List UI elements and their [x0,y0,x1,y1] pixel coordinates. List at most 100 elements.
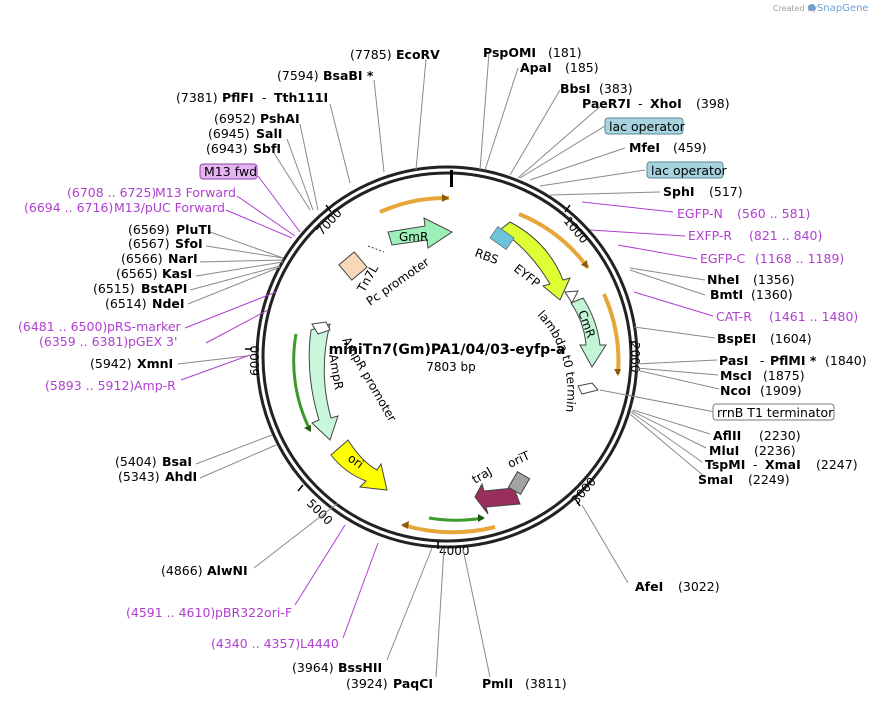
site-afei-pos: (3022) [678,579,720,594]
site-bmti[interactable]: BmtI [710,287,743,302]
site-bsai-pos: (5404) [115,454,157,469]
site-smai[interactable]: SmaI [698,472,733,487]
site-bsabi[interactable]: BsaBI * [323,68,374,83]
orit-label: oriT [505,448,532,471]
primer-exfp-r[interactable]: EXFP-R [688,228,732,243]
site-mfei-pos: (459) [673,140,707,155]
site-sphi[interactable]: SphI [663,184,695,199]
plasmid-name: miniTn7(Gm)PA1/04/03-eyfp-a [329,342,566,358]
site-aflii[interactable]: AflII [713,428,741,443]
primer-pgex3[interactable]: pGEX 3' [128,334,177,349]
primer-m13-forward[interactable]: M13 Forward [155,185,236,200]
orf-arcs [292,194,621,535]
site-alwni-pos: (4866) [161,563,203,578]
primer-pbr322ori[interactable]: pBR322ori-F [215,605,292,620]
traj-feature[interactable] [474,482,521,515]
site-ncoi[interactable]: NcoI [720,383,751,398]
site-sfoi[interactable]: SfoI [175,236,203,251]
ampr-promoter-feature[interactable] [311,321,331,335]
site-bspei[interactable]: BspEI [717,331,756,346]
primer-cat-r[interactable]: CAT-R [716,309,752,324]
tn7l-feature[interactable] [338,251,368,281]
m13-fwd-label: M13 fwd [204,164,257,179]
site-tspmi-dash: - [753,457,758,472]
site-xmai[interactable]: XmaI [765,457,801,472]
pc-promoter-marker [367,245,385,253]
site-bstapi[interactable]: BstAPI [141,281,187,296]
primer-m13puc-forward-range: (6694 .. 6716) [24,200,113,215]
site-sbfi[interactable]: SbfI [253,141,281,156]
tick-label-2000: 2000 [628,342,642,373]
site-bsai[interactable]: BsaI [162,454,192,469]
site-pasi[interactable]: PasI [719,353,748,368]
site-aflii-pos: (2230) [759,428,801,443]
site-nhei-pos: (1356) [753,272,795,287]
lac-operator-box-2[interactable] [646,161,724,179]
site-bsshii[interactable]: BssHII [338,660,382,675]
site-pshai[interactable]: PshAI [260,111,300,126]
site-nhei[interactable]: NheI [707,272,740,287]
eyfp-feature[interactable] [499,221,571,301]
lac-operator-box-1[interactable] [604,117,684,135]
site-pmli[interactable]: PmlI [482,676,513,691]
site-sali[interactable]: SalI [256,126,282,141]
site-pflmi[interactable]: PflMI * [770,353,817,368]
primer-l4440[interactable]: L4440 [300,636,339,651]
site-pflfi-pos: (7381) [176,90,218,105]
site-pluti[interactable]: PluTI [176,222,212,237]
primer-egfp-c-range: (1168 .. 1189) [755,251,844,266]
snapgene-logo[interactable]: SnapGene [817,3,869,14]
gmr-feature[interactable] [387,217,453,249]
ampr-label: AmpR [326,353,346,391]
rbs-feature[interactable] [489,226,515,250]
primer-exfp-r-range: (821 .. 840) [749,228,822,243]
snapgene-icon [808,4,816,11]
site-xhoi[interactable]: XhoI [650,96,682,111]
site-paqci[interactable]: PaqCI [393,676,433,691]
primer-prs-marker[interactable]: pRS-marker [107,319,182,334]
orit-feature[interactable] [507,471,531,495]
scale-ticks [245,204,636,549]
site-kasi[interactable]: KasI [162,266,192,281]
site-pflfi-dash: - [262,90,267,105]
site-ndei[interactable]: NdeI [152,296,185,311]
site-sfoi-pos: (6567) [128,236,170,251]
terminator-arrow-2 [577,382,599,395]
site-tth111i[interactable]: Tth111I [274,90,328,105]
site-bmti-pos: (1360) [751,287,793,302]
primer-ampr[interactable]: Amp-R [134,378,176,393]
site-pflfi[interactable]: PflFI [222,90,254,105]
primer-egfp-n[interactable]: EGFP-N [677,206,723,221]
site-pluti-pos: (6569) [128,222,170,237]
ori-feature[interactable] [330,439,388,491]
site-bspei-pos: (1604) [770,331,812,346]
primer-pgex3-range: (6359 .. 6381) [39,334,128,349]
site-msci[interactable]: MscI [720,368,752,383]
site-ndei-pos: (6514) [105,296,147,311]
site-nari[interactable]: NarI [168,251,198,266]
site-mfei[interactable]: MfeI [629,140,660,155]
ampr-feature[interactable] [308,323,339,441]
site-bbsi[interactable]: BbsI [560,81,591,96]
site-afei[interactable]: AfeI [635,579,663,594]
rrnb-t1-terminator-box[interactable] [712,403,835,421]
m13-fwd-box[interactable] [199,163,258,180]
site-pasi-pos: (1840) [825,353,867,368]
site-pspomi[interactable]: PspOMI [483,45,536,60]
primer-m13puc-forward[interactable]: M13/pUC Forward [114,200,225,215]
site-ecorv-pos: (7785) [350,47,392,62]
site-tspmi[interactable]: TspMI [705,457,745,472]
site-apai[interactable]: ApaI [520,60,552,75]
site-nari-pos: (6566) [121,251,163,266]
site-mlui[interactable]: MluI [709,443,739,458]
site-xmni[interactable]: XmnI [137,356,173,371]
site-paer7i-dash: - [638,96,643,111]
site-alwni[interactable]: AlwNI [207,563,248,578]
site-paer7i[interactable]: PaeR7I [582,96,631,111]
site-msci-pos: (1875) [763,368,805,383]
site-ahdi[interactable]: AhdI [165,469,197,484]
site-ecorv[interactable]: EcoRV [396,47,440,62]
cmr-feature[interactable] [570,297,607,368]
primer-egfp-c[interactable]: EGFP-C [700,251,746,266]
